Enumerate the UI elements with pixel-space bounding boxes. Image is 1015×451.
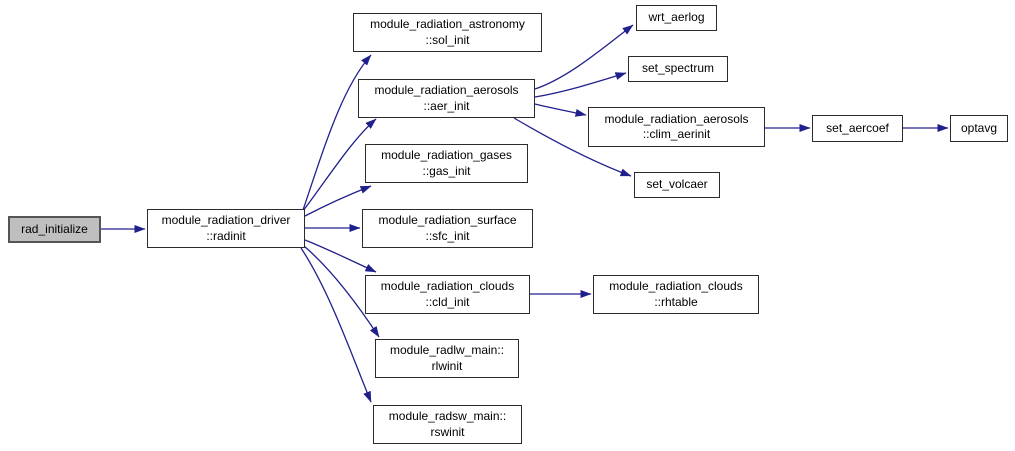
node-module-radiation-driver-radinit[interactable]: module_radiation_driver ::radinit: [147, 209, 305, 248]
edge-radinit-cld_init: [304, 239, 377, 273]
node-label: ::sfc_init: [425, 228, 470, 243]
node-label: rad_initialize: [21, 221, 88, 236]
node-module-radiation-gases-gas-init[interactable]: module_radiation_gases ::gas_init: [365, 144, 528, 183]
node-label: ::radinit: [206, 228, 246, 243]
node-module-radiation-clouds-rhtable[interactable]: module_radiation_clouds ::rhtable: [593, 275, 759, 314]
node-set-volcaer[interactable]: set_volcaer: [634, 172, 720, 198]
node-label: module_radiation_clouds: [609, 279, 743, 294]
node-module-radiation-clouds-cld-init[interactable]: module_radiation_clouds ::cld_init: [365, 275, 530, 314]
node-module-radsw-main-rswinit[interactable]: module_radsw_main:: rswinit: [373, 405, 522, 444]
node-label: rlwinit: [431, 358, 463, 373]
node-label: module_radiation_clouds: [380, 279, 515, 294]
node-rad-initialize: rad_initialize: [8, 216, 101, 243]
node-label: set_aercoef: [826, 120, 889, 135]
node-label: module_radlw_main::: [389, 343, 505, 358]
node-module-radlw-main-rlwinit[interactable]: module_radlw_main:: rlwinit: [375, 339, 519, 378]
edge-aer_init-clim_aerinit: [534, 103, 587, 117]
node-wrt-aerlog[interactable]: wrt_aerlog: [636, 5, 717, 31]
node-optavg[interactable]: optavg: [950, 115, 1008, 142]
edge-radinit-aer_init: [302, 118, 377, 212]
node-label: wrt_aerlog: [648, 10, 705, 25]
node-label: ::cld_init: [425, 294, 470, 309]
node-label: set_volcaer: [646, 177, 708, 192]
node-label: rswinit: [430, 424, 465, 439]
node-set-spectrum[interactable]: set_spectrum: [628, 56, 728, 82]
edge-radinit-rlwinit: [303, 245, 380, 338]
node-module-radiation-aerosols-clim-aerinit[interactable]: module_radiation_aerosols ::clim_aerinit: [588, 107, 765, 147]
node-label: optavg: [960, 120, 998, 135]
edge-aer_init-set_volcaer: [513, 117, 632, 177]
node-label: module_radiation_aerosols: [374, 83, 519, 98]
node-label: set_spectrum: [641, 61, 715, 76]
node-label: ::clim_aerinit: [642, 127, 711, 141]
node-module-radiation-astronomy-sol-init[interactable]: module_radiation_astronomy ::sol_init: [353, 13, 542, 52]
edge-aer_init-wrt_aerlog: [534, 24, 634, 90]
node-label: ::rhtable: [654, 294, 698, 309]
node-label: ::sol_init: [425, 32, 470, 47]
node-label: module_radiation_gases: [381, 148, 512, 163]
edge-aer_init-set_spectrum: [534, 72, 627, 98]
node-label: module_radiation_driver: [161, 213, 291, 228]
node-module-radiation-aerosols-aer-init[interactable]: module_radiation_aerosols ::aer_init: [358, 79, 535, 118]
edge-radinit-sol_init: [302, 54, 372, 211]
edge-radinit-gas_init: [304, 185, 372, 217]
node-label: module_radiation_astronomy: [370, 17, 525, 32]
node-label: module_radiation_surface: [378, 213, 517, 228]
node-set-aercoef[interactable]: set_aercoef: [812, 115, 903, 142]
node-label: ::gas_init: [422, 163, 471, 178]
edge-radinit-rswinit: [300, 247, 372, 403]
node-label: module_radiation_aerosols: [604, 111, 749, 126]
node-label: ::aer_init: [423, 98, 470, 113]
node-label: module_radsw_main::: [388, 409, 507, 424]
node-module-radiation-surface-sfc-init[interactable]: module_radiation_surface ::sfc_init: [362, 209, 533, 248]
